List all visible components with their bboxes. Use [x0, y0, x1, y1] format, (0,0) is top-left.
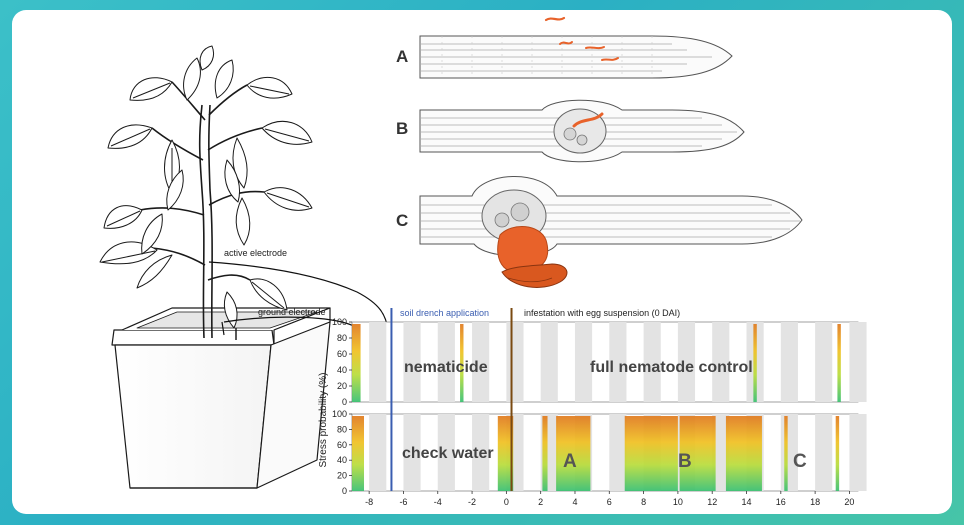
day-stripe	[574, 322, 593, 402]
plant-pot	[111, 307, 331, 489]
x-tick-label: -8	[365, 497, 373, 507]
day-stripe	[540, 322, 558, 402]
x-tick-label: 18	[810, 497, 820, 507]
day-stripe	[403, 322, 421, 402]
x-tick-label: -6	[399, 497, 407, 507]
y-axis-label: Stress probability (%)	[318, 372, 329, 467]
day-stripe	[403, 414, 421, 491]
stress-interval	[542, 416, 548, 491]
x-tick-label: 4	[572, 497, 577, 507]
panel-label-nematicide: nematicide	[404, 359, 488, 376]
day-stripe	[849, 414, 867, 491]
x-tick-label: 20	[844, 497, 854, 507]
x-tick-label: -2	[468, 497, 476, 507]
figure-canvas: active electrode ground electrode A B C	[99, 16, 867, 507]
panel-label-check-water: check water	[402, 445, 494, 462]
plant-leaves	[99, 45, 313, 329]
stress-interval	[497, 416, 514, 491]
stage-label-c: C	[396, 211, 408, 230]
y-tick-label: 40	[337, 455, 347, 465]
stress-interval	[679, 416, 716, 491]
day-stripe	[712, 322, 730, 402]
event-label-infestation: infestation with egg suspension (0 DAI)	[524, 308, 680, 318]
root-stage-a	[419, 16, 733, 79]
x-tick-label: 6	[607, 497, 612, 507]
x-tick-label: 10	[673, 497, 683, 507]
day-stripe	[609, 414, 627, 491]
day-stripe	[472, 322, 490, 402]
day-stripe	[849, 322, 867, 402]
day-stripe	[712, 414, 730, 491]
y-tick-label: 0	[342, 397, 347, 407]
chart-panel-frame	[351, 413, 859, 492]
active-electrode-label: active electrode	[224, 248, 287, 258]
stress-interval	[556, 416, 591, 491]
event-label-soil-drench: soil drench application	[400, 308, 489, 318]
x-tick-label: 16	[776, 497, 786, 507]
plant-illustration	[99, 45, 389, 489]
root-stages: A B C	[396, 16, 803, 288]
stress-interval	[624, 416, 678, 491]
day-stripe	[437, 322, 455, 402]
stress-interval	[352, 416, 365, 491]
stress-interval	[837, 324, 841, 402]
y-tick-label: 40	[337, 365, 347, 375]
panel-label-c: C	[793, 451, 807, 472]
day-stripe	[472, 414, 490, 491]
day-stripe	[815, 414, 833, 491]
y-tick-label: 80	[337, 424, 347, 434]
stress-interval	[725, 416, 762, 491]
stress-chart: 0 20 40 60 80 100 0 20 40 60 80 100 -8 -6 -4 -2 0 2 4 6 8 10 1…	[332, 308, 867, 507]
y-tick-label: 100	[332, 409, 347, 419]
day-stripe	[369, 322, 387, 402]
day-stripe	[643, 322, 661, 402]
root-stage-b	[419, 99, 745, 163]
x-tick-label: 2	[538, 497, 543, 507]
y-tick-label: 60	[337, 440, 347, 450]
panel-label-a: A	[563, 451, 577, 472]
y-tick-label: 20	[337, 471, 347, 481]
y-tick-label: 20	[337, 381, 347, 391]
x-tick-label: -4	[434, 497, 442, 507]
x-tick-label: 12	[707, 497, 717, 507]
stress-interval	[784, 416, 788, 491]
x-tick-label: 0	[504, 497, 509, 507]
day-stripe	[437, 414, 455, 491]
stress-interval	[835, 416, 840, 491]
y-tick-label: 0	[342, 486, 347, 496]
day-stripe	[815, 322, 833, 402]
day-stripe	[677, 322, 696, 402]
figure-card: active electrode ground electrode A B C	[12, 10, 952, 514]
day-stripe	[506, 322, 524, 402]
panel-label-b: B	[678, 451, 692, 472]
ground-electrode-label: ground electrode	[258, 307, 326, 317]
day-stripe	[609, 322, 627, 402]
root-stage-c	[419, 176, 803, 288]
stress-interval	[753, 324, 757, 402]
y-tick-label: 100	[332, 317, 347, 327]
stage-label-b: B	[396, 119, 408, 138]
plant-stem	[139, 81, 265, 339]
day-stripe	[369, 414, 387, 491]
day-stripe	[780, 322, 798, 402]
panel-label-full-nematode-control: full nematode control	[590, 359, 753, 376]
stress-interval	[460, 324, 464, 402]
y-tick-label: 60	[337, 349, 347, 359]
y-tick-label: 80	[337, 333, 347, 343]
x-tick-label: 14	[742, 497, 752, 507]
stage-label-a: A	[396, 47, 408, 66]
active-electrode-wire	[208, 261, 389, 331]
x-tick-label: 8	[641, 497, 646, 507]
stress-interval	[352, 324, 361, 402]
